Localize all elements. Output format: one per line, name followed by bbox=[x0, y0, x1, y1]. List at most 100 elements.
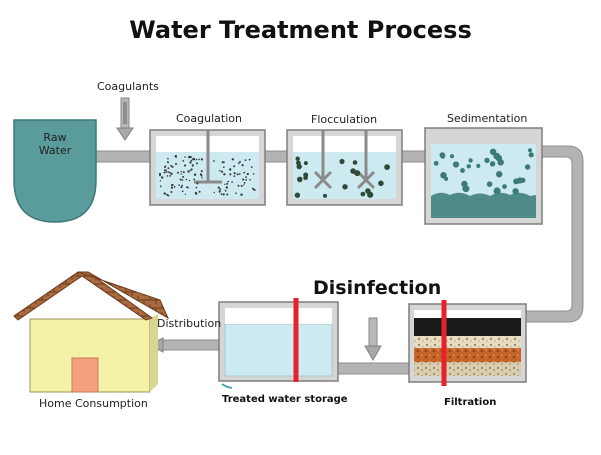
raw-water-reservoir bbox=[13, 119, 97, 223]
particle bbox=[180, 170, 182, 173]
particle bbox=[237, 184, 240, 187]
particle bbox=[367, 191, 374, 198]
flocculation-tank bbox=[286, 129, 403, 206]
particle bbox=[296, 163, 302, 170]
particle bbox=[173, 186, 176, 188]
treated-water-storage-tank bbox=[218, 298, 339, 389]
particle bbox=[220, 193, 223, 196]
particle bbox=[162, 176, 164, 179]
particle bbox=[360, 191, 366, 197]
particle bbox=[218, 190, 221, 193]
raw-water-label-line2: Water bbox=[38, 144, 72, 157]
particle bbox=[189, 156, 192, 159]
particle bbox=[378, 180, 384, 187]
disinfection-label: Disinfection bbox=[313, 277, 442, 299]
particle bbox=[242, 178, 244, 181]
particle bbox=[233, 172, 236, 175]
distribution-label: Distribution bbox=[157, 317, 222, 330]
particle bbox=[166, 193, 169, 196]
particle bbox=[195, 158, 198, 161]
particle bbox=[221, 161, 224, 164]
flocculation-particles bbox=[294, 156, 390, 198]
coagulation-particles bbox=[158, 155, 256, 197]
particle bbox=[236, 173, 239, 176]
particle bbox=[180, 173, 182, 175]
pipe-filtration-to-storage bbox=[335, 362, 411, 375]
sedimentation-tank bbox=[424, 127, 543, 225]
particle bbox=[223, 166, 225, 168]
particle bbox=[170, 172, 173, 175]
particle bbox=[188, 179, 191, 182]
particle bbox=[440, 172, 447, 179]
particle bbox=[243, 184, 245, 186]
particle bbox=[185, 178, 188, 181]
filtration-label: Filtration bbox=[444, 397, 497, 408]
particle bbox=[222, 193, 225, 196]
particle bbox=[193, 158, 196, 161]
particle bbox=[159, 180, 162, 182]
particle bbox=[170, 164, 172, 167]
particle bbox=[238, 162, 240, 165]
raw-water-label: Raw Water bbox=[30, 131, 80, 157]
particle bbox=[384, 164, 390, 171]
particle bbox=[170, 186, 173, 189]
particle bbox=[240, 184, 243, 187]
chemical-feed-arrow-icon bbox=[364, 317, 382, 362]
particle bbox=[243, 171, 246, 174]
particle bbox=[251, 187, 254, 190]
particle bbox=[181, 190, 184, 193]
particle bbox=[180, 186, 183, 189]
particle bbox=[193, 178, 196, 181]
house-icon bbox=[13, 271, 170, 393]
filtration-tank bbox=[408, 300, 527, 386]
particle bbox=[191, 165, 194, 167]
particle bbox=[165, 169, 167, 171]
particle bbox=[171, 165, 174, 168]
particle bbox=[169, 175, 172, 177]
coagulants-label: Coagulants bbox=[97, 80, 159, 93]
particle bbox=[323, 193, 327, 198]
particle bbox=[225, 186, 228, 189]
particle bbox=[196, 162, 198, 165]
particle bbox=[295, 156, 300, 161]
particle bbox=[220, 170, 224, 173]
particle bbox=[198, 190, 201, 193]
particle bbox=[528, 148, 532, 153]
particle bbox=[240, 193, 243, 196]
particle bbox=[231, 158, 234, 161]
particle bbox=[524, 164, 531, 170]
particle bbox=[512, 188, 519, 195]
particle bbox=[158, 172, 162, 176]
particle bbox=[238, 173, 241, 175]
pipe-coagulation-to-flocculation bbox=[262, 150, 289, 163]
particle bbox=[342, 184, 348, 190]
pipe-flocculation-to-sedimentation bbox=[399, 150, 428, 163]
particle bbox=[226, 193, 229, 196]
particle bbox=[303, 161, 308, 166]
particle bbox=[224, 189, 227, 192]
particle bbox=[163, 192, 166, 195]
sedimentation-particles bbox=[433, 148, 534, 195]
particle bbox=[159, 185, 162, 188]
particle bbox=[167, 171, 169, 173]
particle bbox=[167, 167, 170, 170]
particle bbox=[175, 163, 177, 165]
home-consumption-label: Home Consumption bbox=[39, 397, 148, 410]
coagulants-arrow-icon bbox=[116, 97, 134, 141]
particle bbox=[181, 184, 184, 187]
particle bbox=[229, 173, 232, 176]
particle bbox=[187, 170, 190, 173]
particle bbox=[178, 184, 180, 186]
particle bbox=[217, 186, 220, 189]
treated-water-storage-label: Treated water storage bbox=[222, 394, 348, 405]
particle bbox=[213, 160, 215, 162]
particle bbox=[163, 171, 166, 174]
particle bbox=[229, 168, 232, 171]
particle bbox=[452, 161, 460, 168]
particle bbox=[184, 164, 187, 167]
particle bbox=[159, 174, 161, 177]
particle bbox=[449, 154, 455, 159]
particle bbox=[164, 165, 167, 168]
